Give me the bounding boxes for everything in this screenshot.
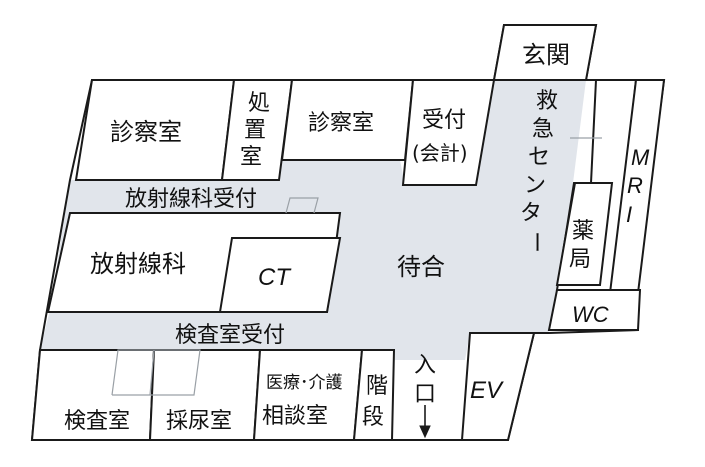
label-ct: CT (258, 264, 292, 291)
label-emergency-1: 救 (536, 89, 558, 114)
label-entry-1: 入 (414, 353, 436, 378)
room-stairs (352, 349, 396, 441)
label-entrance: 玄関 (522, 41, 570, 69)
label-emergency-6: ー (523, 231, 548, 253)
room-elevator (460, 332, 536, 441)
label-urine: 採尿室 (166, 409, 232, 434)
label-pharmacy-2: 局 (569, 247, 591, 272)
label-lab: 検査室 (64, 409, 130, 434)
entry-arrow (419, 405, 431, 439)
label-exam-upper-mid: 診察室 (308, 111, 374, 136)
label-elevator: EV (470, 377, 504, 404)
label-mri-1: M (631, 145, 650, 170)
label-reception-2: (会計) (412, 141, 468, 165)
label-mri-2: R (627, 173, 643, 198)
rooms (30, 24, 666, 441)
room-pharmacy (555, 182, 614, 286)
label-wc: WC (572, 302, 609, 327)
label-stairs-1: 階 (366, 374, 388, 399)
label-lab-reception: 検査室受付 (175, 323, 285, 348)
room-treatment (220, 79, 294, 181)
room-ct (218, 237, 342, 313)
label-treatment-1: 処 (248, 91, 270, 116)
label-mri-3: I (626, 202, 632, 227)
label-emergency-5: タ (520, 201, 542, 226)
thin-lines (111, 137, 602, 396)
label-treatment-2: 置 (244, 118, 266, 143)
label-stairs-2: 段 (362, 405, 384, 430)
label-radiology: 放射線科 (90, 250, 186, 278)
room-wc (547, 289, 642, 331)
label-consult-2: 相談室 (262, 404, 328, 429)
label-entry-2: 口 (414, 382, 436, 407)
room-entrance (492, 24, 598, 81)
label-exam-upper-left: 診察室 (110, 118, 182, 146)
label-treatment-3: 室 (240, 145, 262, 170)
label-radiology-reception: 放射線科受付 (125, 187, 257, 212)
labels: 玄関 診察室 処 置 室 診察室 受付 (会計) 救 急 セ ン タ ー M R… (64, 41, 650, 434)
label-waiting: 待合 (397, 253, 445, 281)
label-pharmacy-1: 薬 (572, 219, 594, 244)
label-emergency-2: 急 (532, 117, 554, 142)
room-reception (401, 79, 496, 186)
label-reception-1: 受付 (422, 108, 466, 133)
label-emergency-4: ン (524, 173, 546, 198)
label-emergency-3: セ (528, 145, 550, 170)
label-consult-1: 医療･介護 (266, 373, 343, 393)
